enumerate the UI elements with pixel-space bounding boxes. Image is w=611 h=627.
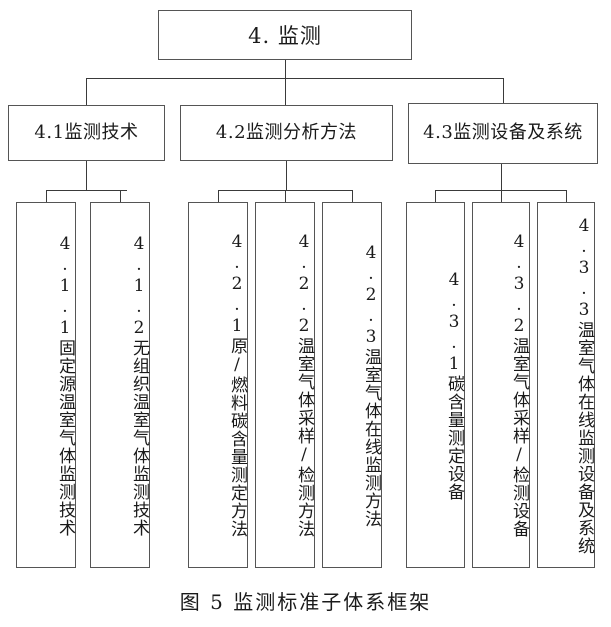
connector-drop-43	[503, 78, 504, 103]
node-4-3-1: 4.3.1碳含量测定设备	[406, 202, 465, 568]
node-4-3-1-label: 4.3.1碳含量测定设备	[444, 269, 464, 501]
connector-41-bus	[46, 190, 127, 191]
connector-drop-423	[352, 190, 353, 202]
node-4-1: 4.1监测技术	[8, 105, 165, 161]
connector-drop-42	[285, 78, 286, 105]
connector-drop-431	[435, 190, 436, 202]
node-4-2-3: 4.2.3温室气体在线监测方法	[322, 202, 382, 568]
node-4-2-3-label: 4.2.3温室气体在线监测方法	[361, 242, 381, 528]
node-4-2-1: 4.2.1原/燃料碳含量测定方法	[188, 202, 248, 568]
node-4-3: 4.3监测设备及系统	[408, 103, 598, 164]
connector-43-bus	[435, 190, 566, 191]
node-4-3-2: 4.3.2温室气体采样/检测设备	[472, 202, 530, 568]
node-4-1-1: 4.1.1固定源温室气体监测技术	[16, 202, 76, 568]
node-4-3-2-label: 4.3.2温室气体采样/检测设备	[509, 232, 529, 538]
node-4-2-2-label: 4.2.2温室气体采样/检测方法	[294, 232, 314, 538]
connector-drop-412	[120, 190, 121, 202]
connector-drop-433	[566, 190, 567, 202]
node-root-4: 4. 监测	[158, 10, 412, 60]
node-4-2: 4.2监测分析方法	[180, 105, 393, 161]
connector-root-drop	[285, 60, 286, 78]
node-4-1-2: 4.1.2无组织温室气体监测技术	[90, 202, 150, 568]
node-4-1-label: 4.1监测技术	[34, 121, 139, 143]
node-4-2-label: 4.2监测分析方法	[215, 121, 358, 143]
node-root-4-label: 4. 监测	[248, 24, 322, 48]
connector-drop-422	[285, 190, 286, 202]
connector-drop-411	[46, 190, 47, 202]
connector-drop-432	[501, 190, 502, 202]
connector-drop-41	[86, 78, 87, 105]
connector-level2-bus	[86, 78, 503, 79]
figure-caption: 图 5 监测标准子体系框架	[179, 590, 432, 614]
node-4-3-3-label: 4.3.3温室气体在线监测设备及系统	[574, 215, 594, 555]
node-4-3-3: 4.3.3温室气体在线监测设备及系统	[537, 202, 595, 568]
node-4-1-1-label: 4.1.1固定源温室气体监测技术	[55, 233, 75, 537]
connector-42-drop	[286, 161, 287, 190]
connector-drop-421	[218, 190, 219, 202]
node-4-1-2-label: 4.1.2无组织温室气体监测技术	[129, 233, 149, 537]
connector-43-drop	[501, 164, 502, 190]
node-4-2-1-label: 4.2.1原/燃料碳含量测定方法	[227, 232, 247, 538]
connector-41-drop	[86, 161, 87, 190]
node-4-2-2: 4.2.2温室气体采样/检测方法	[255, 202, 315, 568]
node-4-3-label: 4.3监测设备及系统	[423, 122, 583, 144]
